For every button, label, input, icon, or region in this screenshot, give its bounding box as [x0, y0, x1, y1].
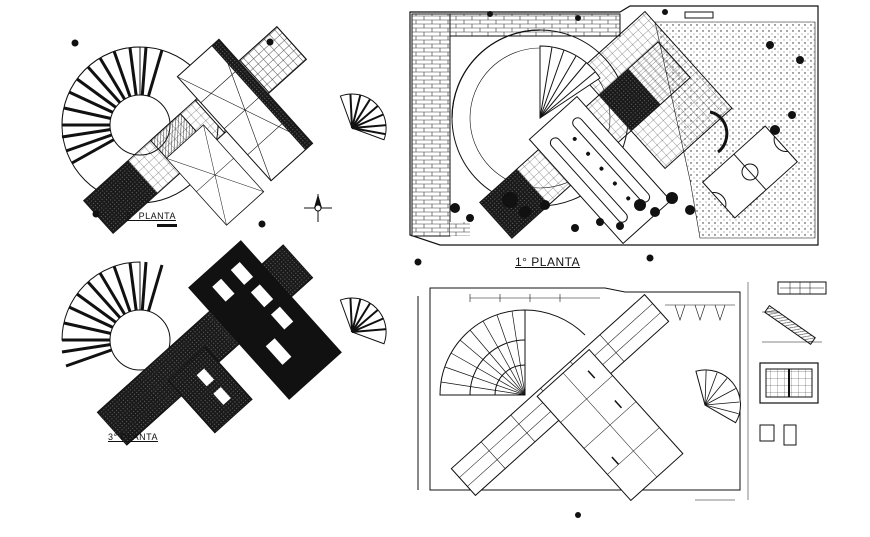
detail-sheet — [747, 281, 827, 500]
plan-2-label: 2° PLANTA — [126, 211, 176, 221]
section-marker-icon — [71, 38, 274, 228]
plan-3-drawing — [61, 240, 387, 446]
north-arrow-icon — [304, 194, 332, 222]
tree-symbol-icon — [450, 41, 804, 232]
basketball-court-icon — [702, 125, 798, 219]
plan-1-label: 1° PLANTA — [515, 255, 581, 269]
plan-1-drawing — [409, 5, 819, 266]
plan-ground-lower-drawing — [417, 287, 741, 518]
plan-3-label: 3° PLANTA — [108, 432, 158, 442]
plan-2-drawing — [61, 25, 387, 235]
